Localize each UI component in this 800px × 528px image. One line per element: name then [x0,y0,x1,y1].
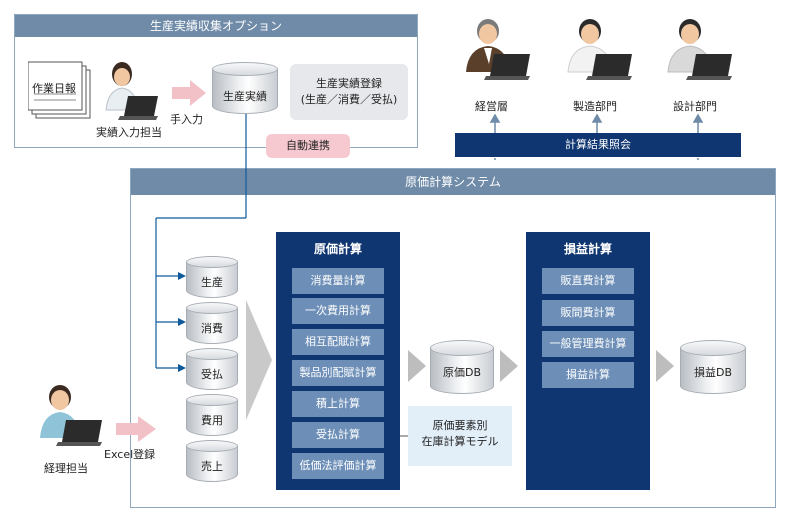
cost-calc-item-primary-cost: 一次費用計算 [292,298,384,324]
cost-db: 原価DB [430,340,494,394]
operator-label: 実績入力担当 [96,126,162,139]
design-person-icon [664,16,734,82]
collection-option-title: 生産実績収集オプション [15,15,417,37]
excel-upload-arrow [116,416,156,442]
cost-calc-item-receipt: 受払計算 [292,422,384,448]
viewer-label-design: 設計部門 [673,100,717,113]
inventory-model-line1: 原価要素別 [432,419,488,432]
pl-calc-item-indirect-selling: 販間費計算 [542,300,634,326]
cost-to-costdb-arrow [408,350,426,382]
auto-link-pill: 自動連携 [266,134,350,158]
costdb-to-pl-arrow [500,350,518,382]
cost-system-title: 原価計算システム [131,169,775,195]
pl-db: 損益DB [680,340,746,394]
manufacturing-person-icon [564,16,634,82]
cost-calc-title: 原価計算 [313,242,362,256]
inventory-model-line2: 在庫計算モデル [421,435,499,448]
pl-calc-item-profit-loss: 損益計算 [542,362,634,388]
work-report-icon [27,60,98,124]
viewer-label-executive: 経営層 [475,100,508,113]
inputs-to-cost-arrow [246,300,272,420]
pl-to-pldb-arrow [656,350,674,382]
viewer-connectors [489,113,704,160]
pl-calc-item-general-admin: 一般管理費計算 [542,331,634,357]
cost-calc-item-consumption: 消費量計算 [292,268,384,294]
input-db-receipt: 受払 [186,348,238,390]
cost-calc-item-mutual-allocation: 相互配賦計算 [292,329,384,355]
registration-label-2: (生産／消費／受払) [300,93,398,106]
input-db-consumption: 消費 [186,302,238,344]
registration-label-1: 生産実績登録 [316,77,382,90]
result-inquiry-bar: 計算結果照会 [455,133,741,157]
pl-calc-item-direct-selling: 販直費計算 [542,268,634,294]
accounting-label: 経理担当 [44,462,88,475]
input-db-production: 生産 [186,256,238,298]
pl-calc-title: 損益計算 [563,242,612,256]
cost-calc-item-lower-cost: 低価法評価計算 [292,453,384,479]
viewer-label-manufacturing: 製造部門 [573,100,617,113]
excel-upload-label: Excel登録 [104,448,156,461]
cost-calc-item-product-allocation: 製品別配賦計算 [292,360,384,386]
accounting-person-icon [36,382,106,450]
input-db-sales: 売上 [186,440,238,482]
manual-input-arrow [172,80,206,106]
input-db-expense: 費用 [186,394,238,436]
manual-input-label: 手入力 [170,113,203,126]
cost-calc-item-rollup: 積上計算 [292,391,384,417]
executive-person-icon [462,16,532,82]
inventory-model-note: 原価要素別 在庫計算モデル [408,406,512,466]
production-results-db: 生産実績 [212,62,278,114]
work-report-label: 作業日報 [32,82,76,95]
operator-person-icon [100,60,160,122]
production-registration-box: 生産実績登録 (生産／消費／受払) [290,64,408,120]
